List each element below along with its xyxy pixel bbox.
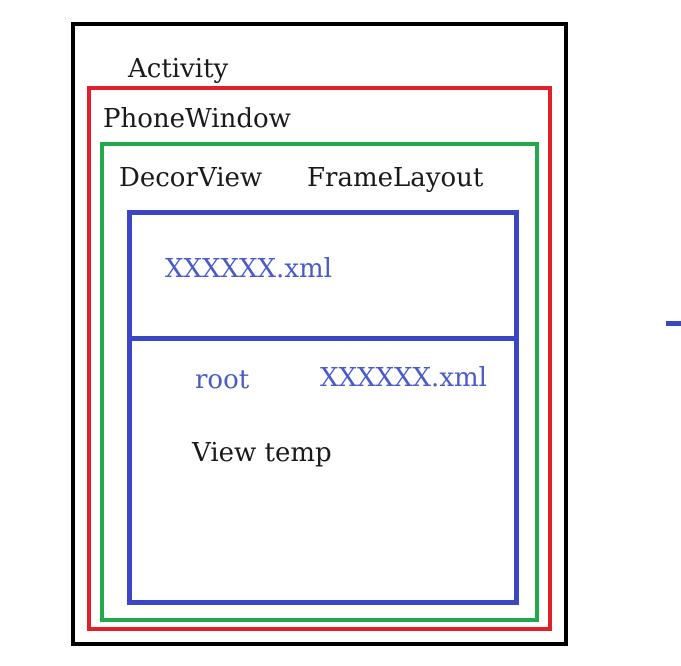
phone-window-box — [87, 86, 552, 631]
edge-dash-mark — [666, 321, 681, 326]
inflated-xml-label: XXXXXX.xml — [320, 363, 487, 393]
activity-label: Activity — [128, 54, 229, 84]
content-divider — [127, 336, 519, 341]
decor-view-box — [100, 142, 539, 622]
content-container-box — [127, 210, 519, 605]
frame-layout-label: FrameLayout — [307, 163, 484, 193]
view-temp-label: View temp — [192, 438, 332, 468]
decor-view-label: DecorView — [119, 163, 263, 193]
content-xml-label: XXXXXX.xml — [165, 254, 332, 284]
root-label: root — [195, 365, 250, 395]
phone-window-label: PhoneWindow — [103, 104, 291, 134]
activity-box — [71, 22, 568, 646]
